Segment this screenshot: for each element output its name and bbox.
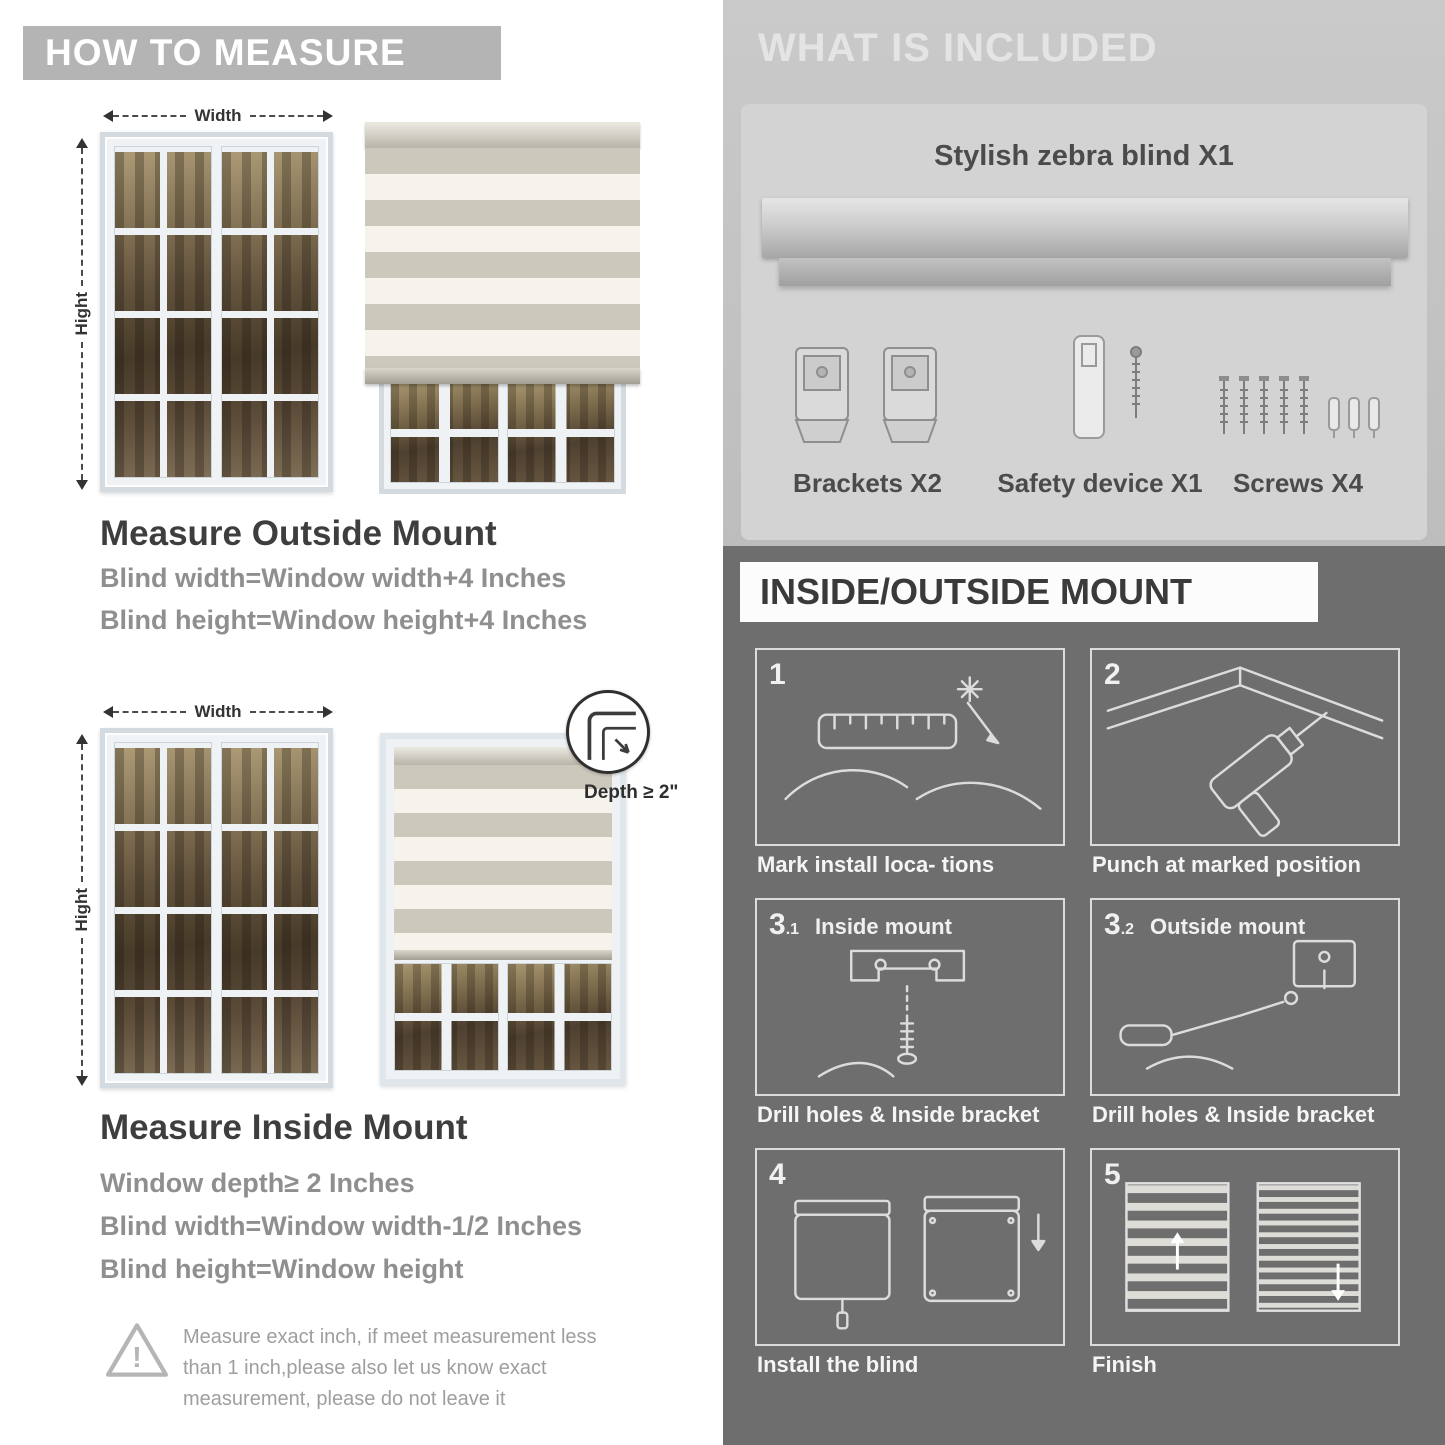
blind-top-rail bbox=[365, 122, 640, 148]
step-panel-4: 4 bbox=[755, 1148, 1065, 1346]
drill-illustration bbox=[1106, 666, 1384, 837]
zebra-blind bbox=[365, 122, 640, 384]
step-panel-3-1: 3.1 Inside mount bbox=[755, 898, 1065, 1096]
outside-mount-line-2: Blind height=Window height+4 Inches bbox=[100, 605, 588, 635]
blind-bottom-rail bbox=[394, 950, 612, 960]
finish-illustration bbox=[1125, 1182, 1361, 1312]
screws-label: Screws X4 bbox=[1232, 468, 1364, 498]
window-photo-outside-mount bbox=[100, 132, 333, 492]
step-panel-1: 1 bbox=[755, 648, 1065, 846]
window-casement bbox=[390, 383, 499, 483]
step-caption-5: Finish bbox=[1092, 1352, 1157, 1377]
height-arrow-label: Hight bbox=[72, 888, 91, 932]
how-to-measure-header: HOW TO MEASURE bbox=[23, 26, 501, 80]
step-panel-5: 5 bbox=[1090, 1148, 1400, 1346]
window-casement bbox=[507, 963, 612, 1071]
window-casement bbox=[221, 742, 319, 1074]
window-casement bbox=[394, 963, 499, 1071]
depth-detail-circle bbox=[566, 690, 650, 774]
included-panel bbox=[741, 104, 1427, 540]
blind-bottom-rail bbox=[365, 368, 640, 384]
screws-icon bbox=[1218, 375, 1380, 439]
dashed-line bbox=[249, 711, 323, 713]
step-caption-3-2: Drill holes & Inside bracket bbox=[1092, 1102, 1375, 1127]
blind-cassette-lip bbox=[779, 258, 1391, 286]
dashed-line bbox=[81, 744, 83, 883]
window-behind-blind bbox=[394, 963, 612, 1071]
blind-stripes bbox=[365, 148, 640, 368]
window-casement bbox=[114, 742, 212, 1074]
height-arrow-label: Hight bbox=[72, 292, 91, 336]
arrowhead-left-icon bbox=[103, 706, 113, 718]
inside-mount-title: Measure Inside Mount bbox=[100, 1108, 468, 1147]
brackets-icon bbox=[794, 347, 938, 443]
safety-device-label: Safety device X1 bbox=[997, 468, 1203, 498]
what-is-included-header: WHAT IS INCLUDED bbox=[758, 26, 1158, 70]
arrowhead-up-icon bbox=[76, 734, 88, 744]
arrowhead-up-icon bbox=[76, 138, 88, 148]
arrowhead-right-icon bbox=[323, 110, 333, 122]
step-panel-2: 2 bbox=[1090, 648, 1400, 846]
window-behind-blind bbox=[379, 372, 626, 494]
inside-bracket-illustration bbox=[817, 949, 966, 1078]
step-caption-4: Install the blind bbox=[757, 1352, 919, 1377]
zebra-blind bbox=[394, 747, 612, 960]
window-casement bbox=[506, 383, 615, 483]
height-arrow-inside: Hight bbox=[72, 734, 92, 1086]
dashed-line bbox=[113, 115, 187, 117]
width-arrow-outside: Width bbox=[103, 106, 333, 126]
blind-photo-inside-mount bbox=[380, 733, 626, 1085]
step-number-4: 4 bbox=[769, 1158, 786, 1191]
blind-stripes bbox=[394, 765, 612, 950]
dashed-line bbox=[81, 341, 83, 480]
height-arrow-outside: Hight bbox=[72, 138, 92, 490]
step-caption-1: Mark install loca- tions bbox=[757, 852, 995, 877]
arrowhead-right-icon bbox=[323, 706, 333, 718]
inside-outside-mount-header: INSIDE/OUTSIDE MOUNT bbox=[740, 562, 1318, 622]
inside-mount-line-1: Window depth≥ 2 Inches bbox=[100, 1168, 415, 1198]
inside-mount-line-3: Blind height=Window height bbox=[100, 1254, 464, 1284]
dashed-line bbox=[249, 115, 323, 117]
step-caption-2: Punch at marked position bbox=[1092, 852, 1361, 877]
step-number-2: 2 bbox=[1104, 658, 1121, 691]
window-casement bbox=[114, 146, 212, 478]
warning-triangle-icon: ! bbox=[105, 1323, 169, 1377]
outside-bracket-illustration bbox=[1119, 939, 1356, 1070]
brackets-label: Brackets X2 bbox=[793, 468, 942, 498]
width-arrow-label: Width bbox=[194, 106, 242, 125]
mark-location-illustration bbox=[784, 676, 1042, 810]
step-number-3-2: 3.2 Outside mount bbox=[1104, 908, 1306, 941]
step-number-3-1: 3.1 Inside mount bbox=[769, 908, 952, 941]
step-panel-3-2: 3.2 Outside mount bbox=[1090, 898, 1400, 1096]
window-corner-icon bbox=[587, 711, 636, 760]
step-number-1: 1 bbox=[769, 658, 786, 691]
outside-mount-title: Measure Outside Mount bbox=[100, 514, 497, 553]
dashed-line bbox=[81, 937, 83, 1076]
arrowhead-down-icon bbox=[76, 480, 88, 490]
install-blind-illustration bbox=[794, 1195, 1046, 1330]
width-arrow-label: Width bbox=[194, 702, 242, 721]
svg-text:!: ! bbox=[132, 1342, 142, 1374]
arrowhead-left-icon bbox=[103, 110, 113, 122]
measure-warning-text: Measure exact inch, if meet measurement … bbox=[183, 1326, 597, 1410]
safety-device-icon bbox=[1073, 335, 1142, 439]
outside-mount-line-1: Blind width=Window width+4 Inches bbox=[100, 563, 567, 593]
window-casement bbox=[221, 146, 319, 478]
dashed-line bbox=[81, 148, 83, 287]
dashed-line bbox=[113, 711, 187, 713]
arrowhead-down-icon bbox=[76, 1076, 88, 1086]
blind-top-rail bbox=[394, 747, 612, 765]
step-caption-3-1: Drill holes & Inside bracket bbox=[757, 1102, 1040, 1127]
inside-mount-line-2: Blind width=Window width-1/2 Inches bbox=[100, 1211, 583, 1241]
zebra-blind-label: Stylish zebra blind X1 bbox=[934, 140, 1234, 172]
blind-cassette-rail bbox=[762, 198, 1408, 258]
blind-photo-outside-mount bbox=[365, 122, 640, 494]
window-photo-inside-mount bbox=[100, 728, 333, 1088]
step-number-5: 5 bbox=[1104, 1158, 1121, 1191]
width-arrow-inside: Width bbox=[103, 702, 333, 722]
depth-label: Depth ≥ 2" bbox=[584, 782, 679, 803]
